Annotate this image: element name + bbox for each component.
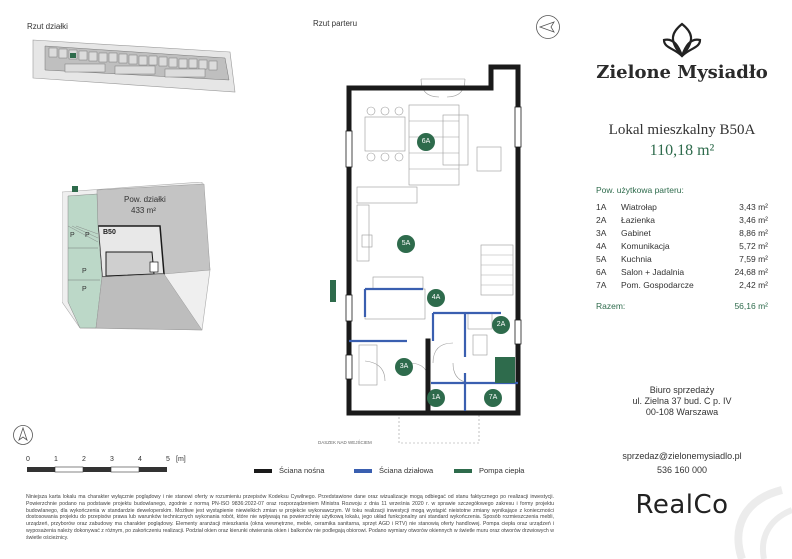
legend-label: Ściana działowa [379,466,434,475]
canopy-label: DASZEK NAD WEJŚCIEM [318,440,372,445]
compass-icon [536,15,560,39]
scale-tick: 5 [166,456,170,463]
room-area: 24,68 m² [734,267,768,277]
scale-tick: 3 [110,456,114,463]
room-row: 7A Pom. Gospodarcze 2,42 m² [596,280,768,292]
plot-area-value: 433 m² [131,206,156,215]
parking-label: P [82,286,87,293]
room-name: Wiatrołap [621,202,657,212]
room-id: 6A [596,267,607,277]
legend-label: Ściana nośna [279,466,325,475]
room-area: 5,72 m² [739,241,768,251]
room-area: 3,46 m² [739,215,768,225]
plot-area-label: Pow. działki [124,195,166,204]
room-row: 5A Kuchnia 7,59 m² [596,254,768,266]
room-area: 8,86 m² [739,228,768,238]
room-marker: 3A [395,358,413,376]
site-overview-map [32,39,236,93]
room-area: 7,59 m² [739,254,768,264]
room-name: Kuchnia [621,254,652,264]
room-name: Komunikacja [621,241,670,251]
total-value: 56,16 m² [734,301,768,311]
brand-name: Zielone Mysiadło [596,62,768,83]
room-row: 3A Gabinet 8,86 m² [596,228,768,240]
scale-tick: 4 [138,456,142,463]
legend-swatch [454,469,472,473]
room-marker: 5A [397,235,415,253]
sales-office-street: ul. Zielna 37 bud. C p. IV [632,396,732,406]
rooms-heading: Pow. użytkowa parteru: [596,185,684,195]
room-marker: 2A [492,316,510,334]
contact-email[interactable]: sprzedaz@zielonemysiadlo.pl [622,451,742,461]
room-marker: 4A [427,289,445,307]
legend-label: Pompa ciepła [479,466,525,475]
room-marker: 6A [417,133,435,151]
room-marker: 1A [427,389,445,407]
room-row: 4A Komunikacja 5,72 m² [596,241,768,253]
room-area: 2,42 m² [739,280,768,290]
scale-bar [27,466,167,473]
floor-plan [330,64,522,444]
room-name: Pom. Gospodarcze [621,280,694,290]
room-row: 6A Salon + Jadalnia 24,68 m² [596,267,768,279]
developer-logo: RealCo [635,490,729,520]
total-label: Razem: [596,301,626,311]
unit-area: 110,18 m² [649,142,715,159]
room-marker: 7A [484,389,502,407]
brand-logo-icon [662,22,702,58]
sales-office-city: 00-108 Warszawa [645,407,719,417]
room-id: 7A [596,280,607,290]
sales-office-title: Biuro sprzedaży [649,385,715,395]
legend-swatch [254,469,272,473]
room-name: Salon + Jadalnia [621,267,685,277]
room-area: 3,43 m² [739,202,768,212]
sales-office: Biuro sprzedaży ul. Zielna 37 bud. C p. … [572,385,792,418]
parking-label: P [70,232,75,239]
room-id: 4A [596,241,607,251]
room-row: 2A Łazienka 3,46 m² [596,215,768,227]
parking-label: P [82,268,87,275]
room-id: 3A [596,228,607,238]
contact-block: sprzedaz@zielonemysiadlo.pl 536 160 000 [572,449,792,477]
info-panel: Zielone Mysiadło Lokal mieszkalny B50A 1… [572,0,792,559]
room-id: 1A [596,202,607,212]
scale-tick: 2 [82,456,86,463]
north-arrow-icon [13,425,33,445]
scale-tick: 1 [54,456,58,463]
leaf-watermark-icon [734,486,792,559]
total-row: Razem: 56,16 m² [596,301,768,311]
scale-tick: 0 [26,456,30,463]
disclaimer-text: Niniejsza karta lokalu ma charakter wyłą… [26,494,554,541]
scale-unit: [m] [176,456,186,463]
contact-phone[interactable]: 536 160 000 [656,465,708,475]
room-name: Gabinet [621,228,651,238]
site-plan-title: Rzut działki [27,22,68,31]
floor-plan-title: Rzut parteru [313,19,358,28]
plot-detail-map [62,182,211,331]
unit-name: Lokal mieszkalny B50A [608,122,756,138]
room-name: Łazienka [621,215,656,225]
room-id: 2A [596,215,607,225]
legend-swatch [354,469,372,473]
room-row: 1A Wiatrołap 3,43 m² [596,202,768,214]
room-id: 5A [596,254,607,264]
unit-tag: B50 [103,229,116,236]
parking-label: P [85,232,90,239]
